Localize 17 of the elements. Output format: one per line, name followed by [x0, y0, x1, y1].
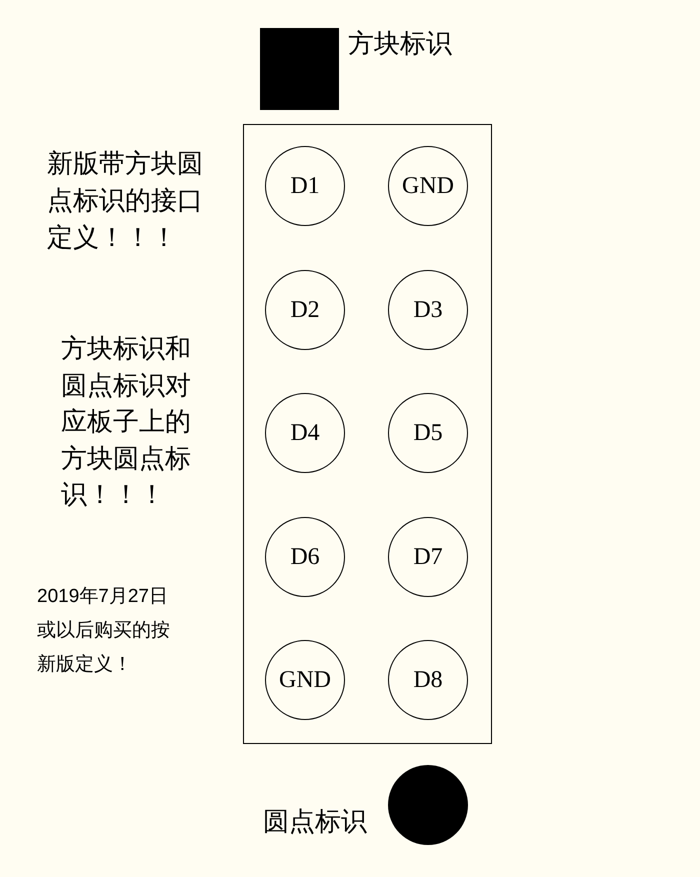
pin-label: D6 [290, 544, 320, 570]
note-text: 方块标识和圆点标识对应板子上的方块圆点标识！！！ [61, 333, 192, 512]
connector-outline [243, 124, 492, 744]
pin-label: GND [279, 666, 331, 694]
marker-label: 方块标识 [348, 28, 452, 61]
pin-label: D7 [413, 544, 443, 570]
pin-label: GND [402, 172, 454, 200]
note-text: 2019年7月27日或以后购买的按新版定义！ [37, 585, 171, 677]
square-marker [260, 28, 339, 110]
pin-label: D1 [290, 172, 320, 200]
note-text: 新版带方块圆点标识的接口定义！！！ [47, 148, 204, 255]
marker-label: 圆点标识 [263, 806, 367, 839]
pin-label: D4 [290, 420, 320, 446]
pin-label: D5 [413, 420, 443, 446]
pin-label: D8 [413, 666, 443, 694]
pin-label: D2 [290, 296, 320, 324]
pin-label: D3 [413, 296, 443, 324]
